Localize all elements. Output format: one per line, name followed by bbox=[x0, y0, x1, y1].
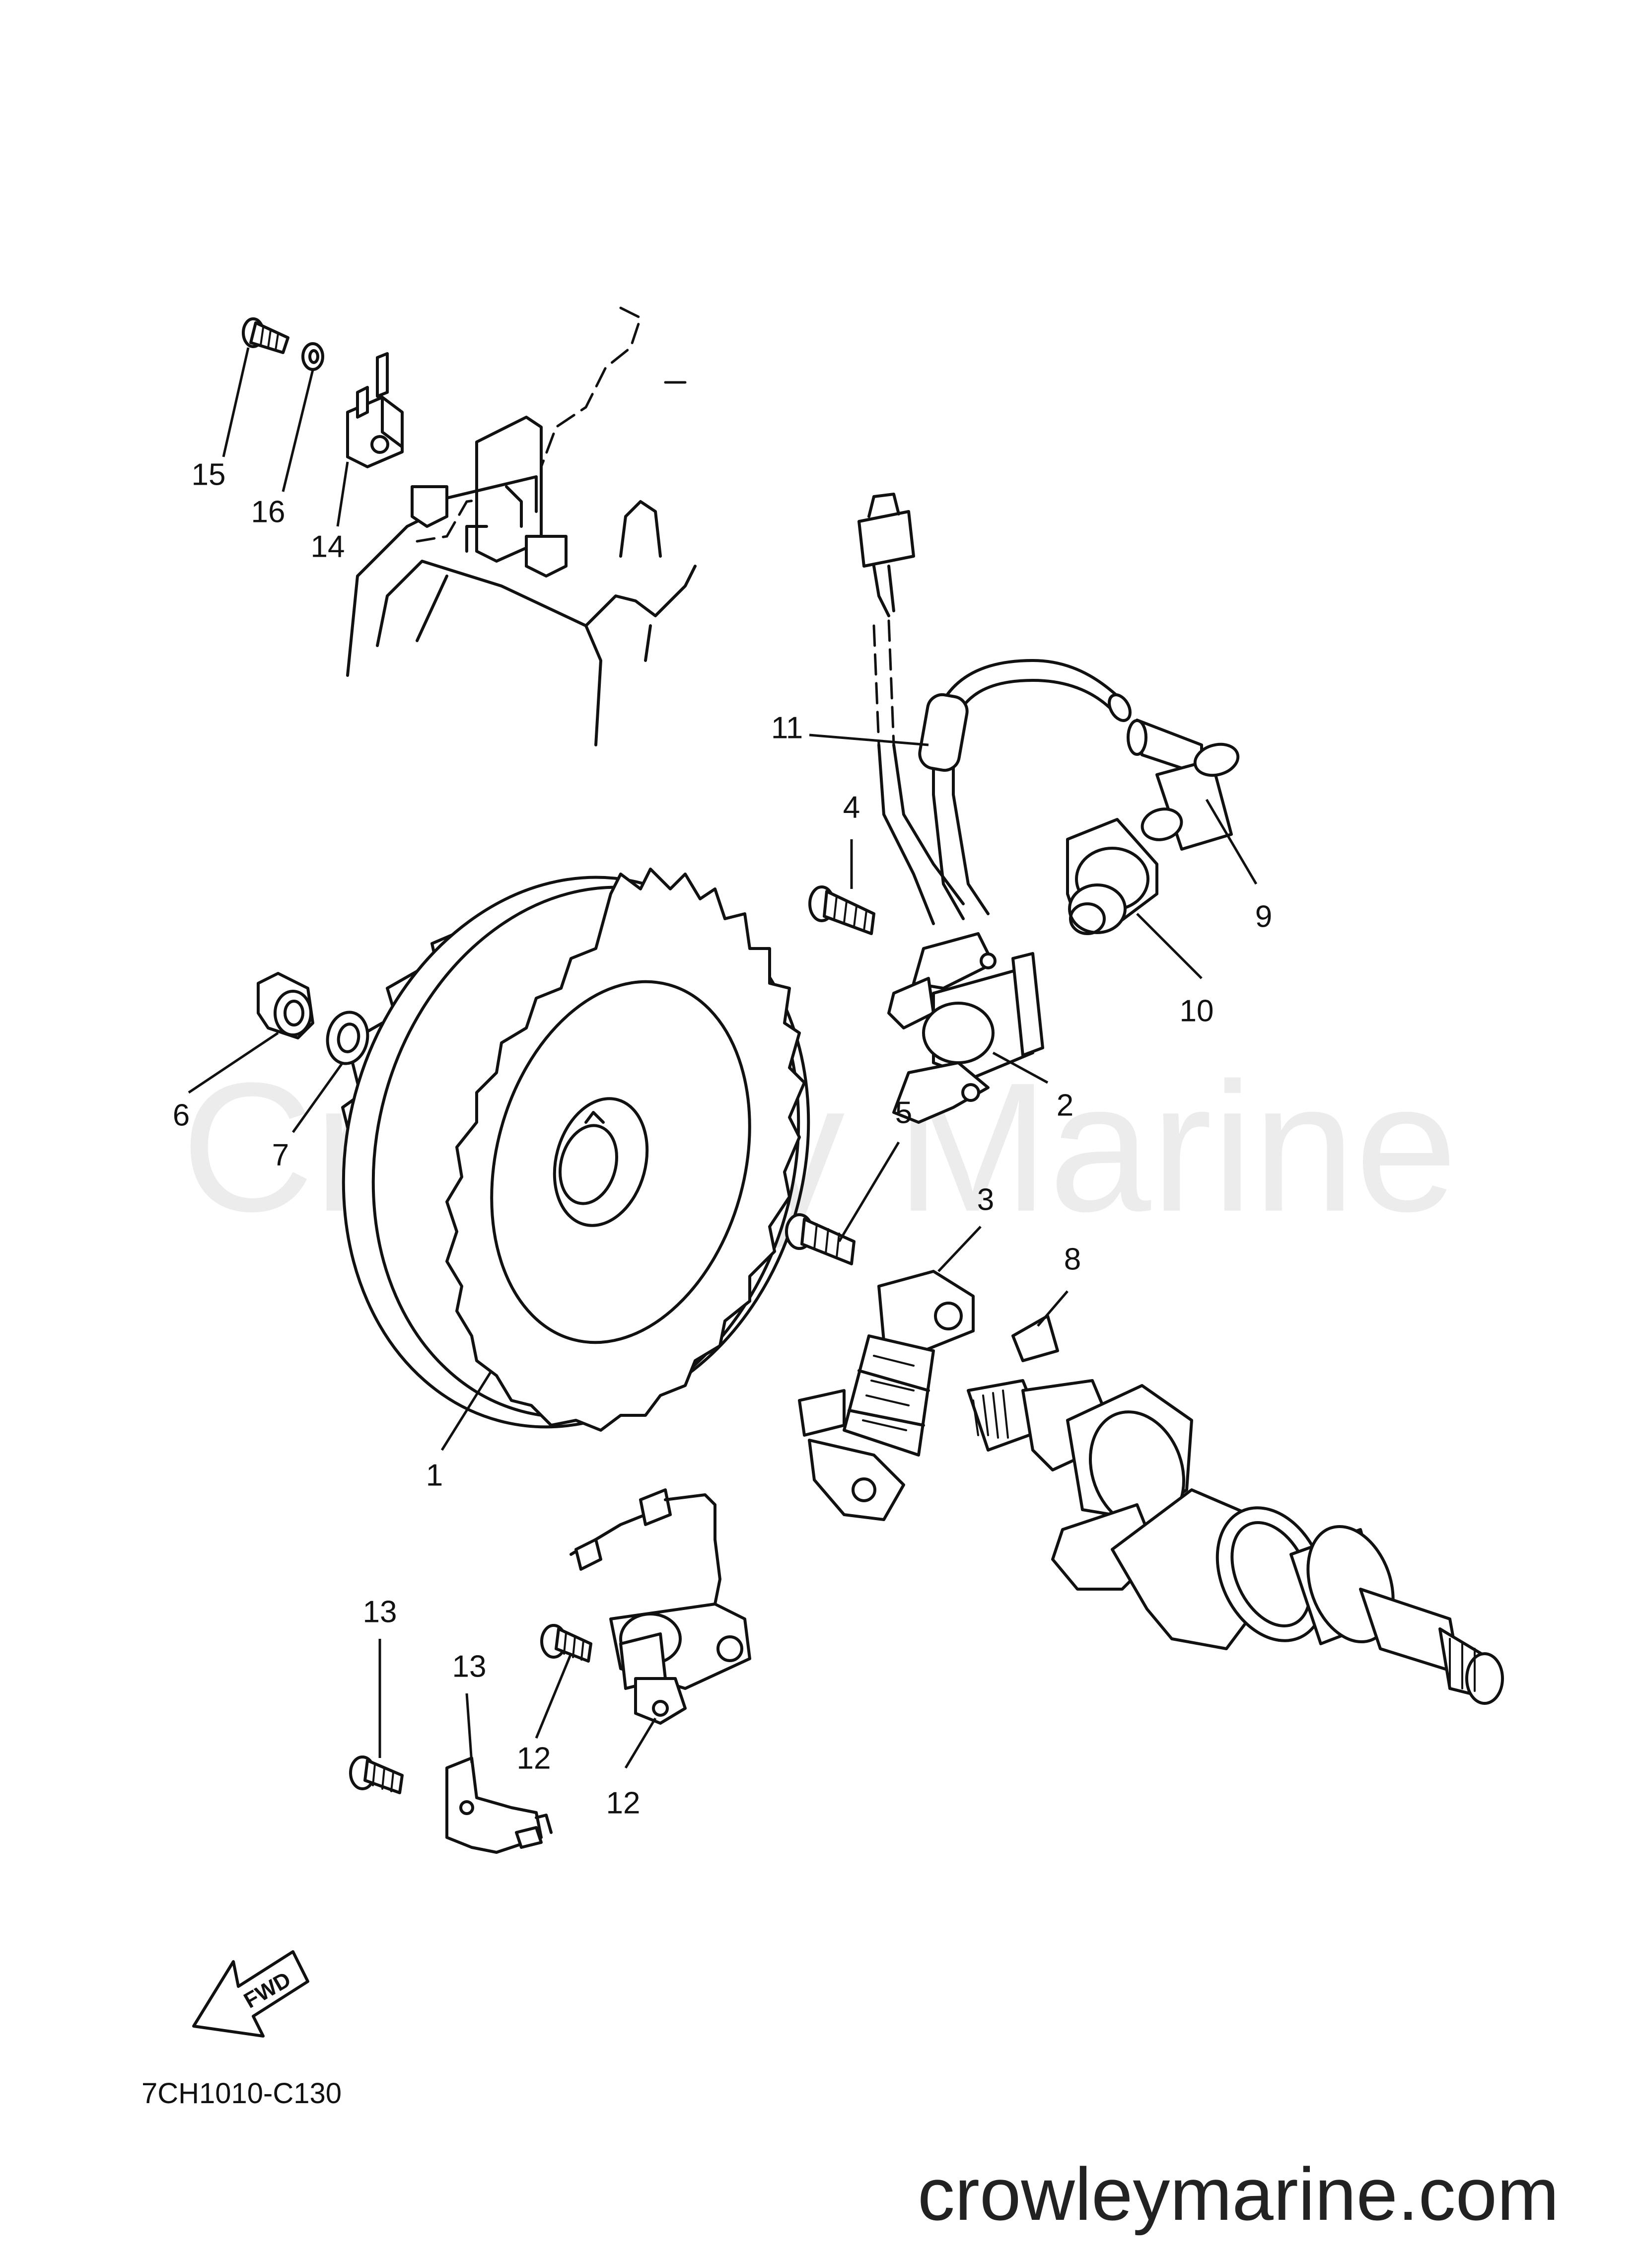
callout-9: 9 bbox=[1255, 899, 1272, 934]
part-8-woodruff-key bbox=[1011, 1315, 1059, 1362]
part-3-charge-coil bbox=[798, 1270, 975, 1521]
callout-4: 4 bbox=[843, 790, 860, 824]
callout-7: 7 bbox=[272, 1138, 289, 1172]
part-15-terminal bbox=[346, 352, 404, 468]
part-13-bolt-upper bbox=[540, 1624, 592, 1663]
callout-3: 3 bbox=[977, 1182, 994, 1217]
part-13-bolt-lower bbox=[349, 1756, 404, 1794]
fwd-arrow-icon: FWD bbox=[192, 1950, 309, 2038]
part-4-bolt bbox=[808, 885, 875, 935]
callout-12: 12 bbox=[606, 1786, 641, 1820]
part-17-washer bbox=[301, 342, 324, 371]
callout-8: 8 bbox=[1064, 1242, 1081, 1276]
callout-16: 15 bbox=[192, 457, 226, 492]
part-9-plug-cap bbox=[1127, 719, 1240, 851]
callout-17: 16 bbox=[251, 495, 286, 529]
part-14-bracket bbox=[445, 1756, 553, 1854]
callout-15: 14 bbox=[311, 529, 345, 564]
part-5-bolt bbox=[785, 1213, 856, 1265]
callouts: 15 16 14 11 4 9 10 2 6 7 5 3 8 1 13 13 1… bbox=[173, 457, 1272, 1820]
part-10-grommet bbox=[1066, 818, 1158, 935]
part-2-ignition-coil bbox=[887, 932, 1044, 1124]
part-7-washer bbox=[326, 1011, 369, 1065]
diagram-code: 7CH1010-C130 bbox=[142, 2077, 342, 2110]
callout-1: 1 bbox=[426, 1458, 443, 1492]
engine-block-outline bbox=[346, 306, 697, 746]
callout-2: 2 bbox=[1057, 1088, 1073, 1122]
website-label: crowleymarine.com bbox=[918, 2152, 1559, 2236]
callout-13-lower: 12 bbox=[517, 1741, 551, 1775]
part-12-pulser-coil bbox=[570, 1488, 751, 1725]
callout-13-upper: 13 bbox=[363, 1595, 397, 1629]
part-11-lead bbox=[918, 659, 1132, 920]
callout-5: 5 bbox=[895, 1096, 912, 1130]
part-1-flywheel bbox=[341, 868, 810, 1432]
callout-6: 6 bbox=[173, 1098, 190, 1132]
crankshaft bbox=[967, 1379, 1504, 1705]
connector-wiring bbox=[857, 493, 965, 925]
callout-11: 11 bbox=[771, 711, 803, 745]
callout-10: 10 bbox=[1180, 994, 1214, 1028]
leader-lines bbox=[188, 347, 1258, 1769]
callout-14: 13 bbox=[452, 1649, 487, 1683]
part-16-bolt bbox=[242, 317, 289, 354]
part-6-nut bbox=[257, 972, 314, 1039]
